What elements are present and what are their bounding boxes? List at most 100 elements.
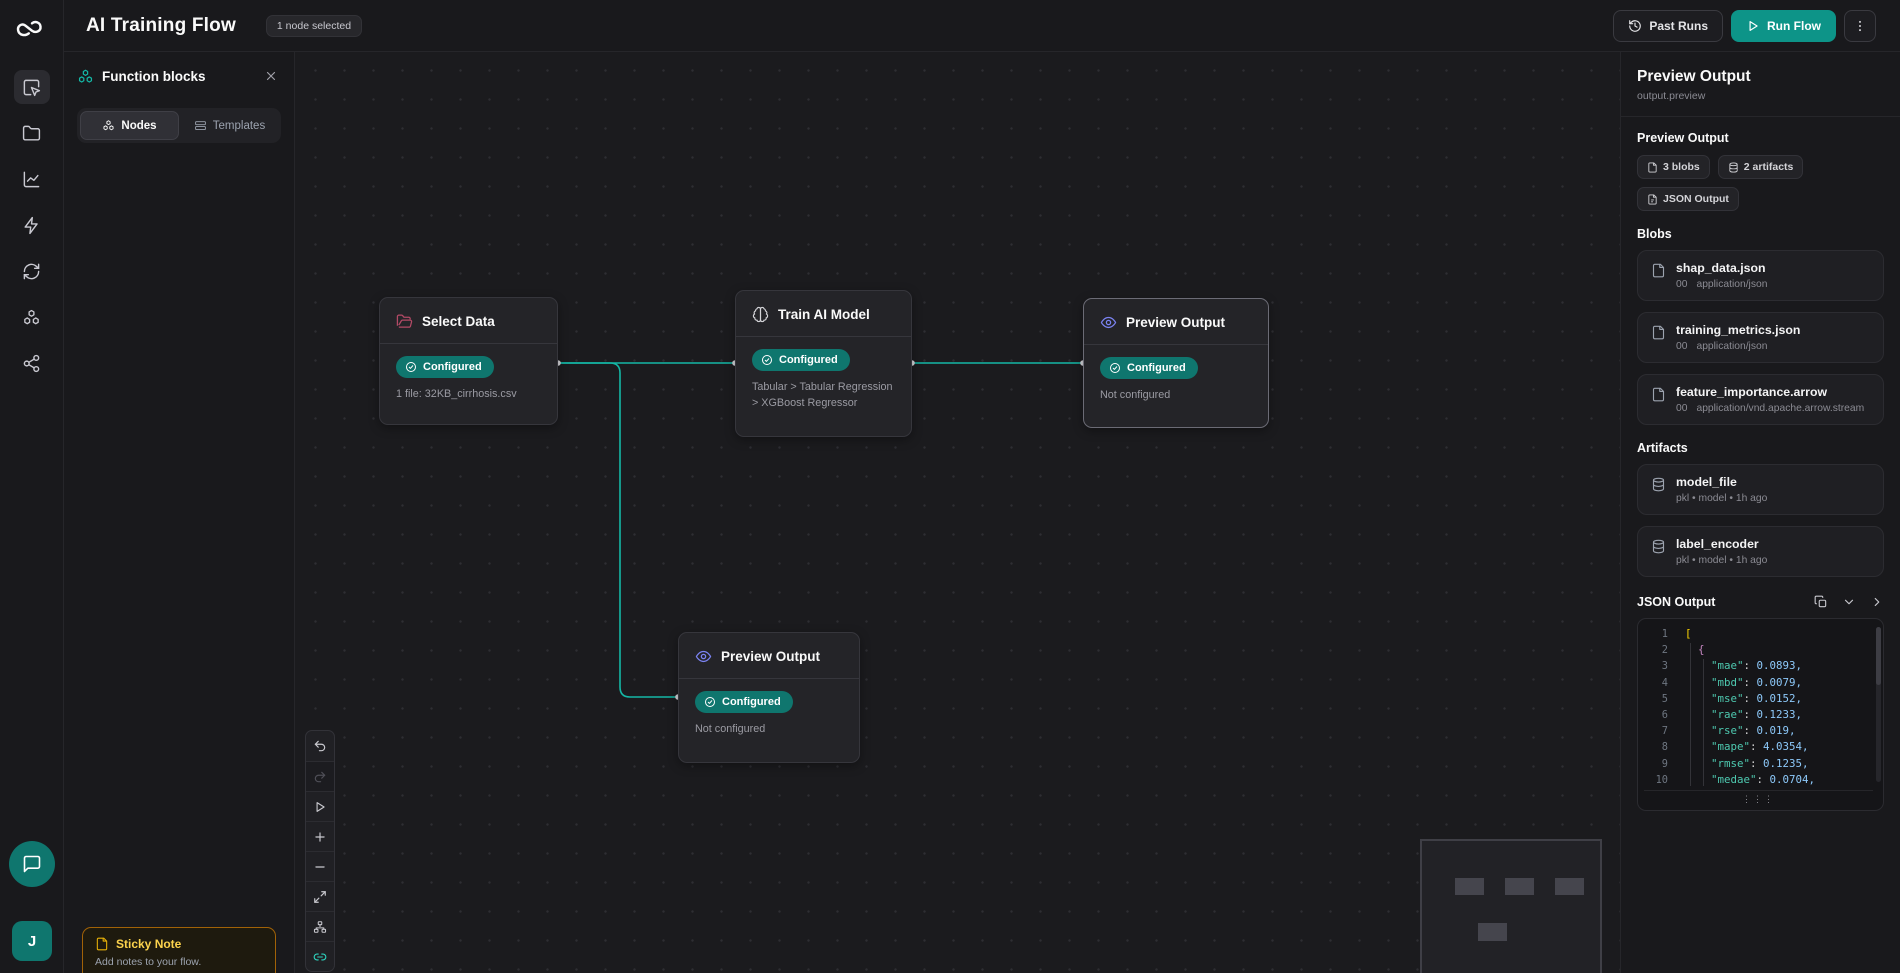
templates-icon — [194, 119, 207, 132]
chat-fab-button[interactable] — [9, 841, 55, 887]
past-runs-label: Past Runs — [1649, 18, 1708, 33]
zap-icon — [22, 216, 41, 235]
file-icon — [1652, 263, 1665, 278]
artifacts-chip-label: 2 artifacts — [1743, 161, 1794, 173]
run-flow-button[interactable]: Run Flow — [1731, 9, 1836, 42]
canvas-controls — [305, 730, 335, 972]
left-rail: J — [0, 0, 64, 973]
maximize-icon — [314, 890, 326, 903]
blobs-chip-label: 3 blobs — [1663, 161, 1700, 173]
auto-layout-button[interactable] — [306, 911, 334, 941]
database-icon — [1652, 477, 1665, 492]
indent-guide — [1690, 643, 1691, 787]
code-scrollbar[interactable] — [1876, 627, 1881, 783]
resize-grip[interactable]: ⋮⋮⋮ — [1644, 790, 1873, 808]
flow-canvas[interactable]: Select Data Configured 1 file: 32KB_cirr… — [295, 52, 1620, 973]
files-button[interactable] — [14, 116, 50, 150]
blob-name: training_metrics.json — [1676, 323, 1801, 337]
tab-nodes-label: Nodes — [121, 119, 157, 132]
past-runs-button[interactable]: Past Runs — [1613, 9, 1723, 42]
node-title: Preview Output — [1126, 315, 1226, 330]
configured-badge: Configured — [695, 691, 793, 713]
configured-badge: Configured — [1100, 357, 1198, 379]
undo-icon — [314, 740, 326, 752]
artifact-card[interactable]: label_encoder pkl • model • 1h ago — [1637, 526, 1884, 577]
blocks-icon — [78, 69, 93, 83]
run-selection-button[interactable] — [306, 791, 334, 821]
flow-title: AI Training Flow — [86, 14, 236, 36]
artifact-meta: pkl • model • 1h ago — [1676, 493, 1768, 504]
node-preview-output-bottom[interactable]: Preview Output Configured Not configured — [678, 632, 860, 763]
output-section-title: Preview Output — [1637, 131, 1729, 145]
function-blocks-panel: Function blocks — [64, 52, 295, 973]
json-code-lines: 1[ 2{ 3"mae": 0.0893, 4"mbd": 0.0079, 5"… — [1655, 627, 1816, 786]
selection-status-badge: 1 node selected — [265, 14, 363, 37]
check-circle-icon — [704, 696, 716, 708]
node-title: Train AI Model — [778, 307, 870, 322]
user-avatar[interactable]: J — [12, 921, 52, 961]
chevron-down-icon[interactable] — [1842, 595, 1856, 609]
sticky-note-item[interactable]: Sticky Note Add notes to your flow. — [82, 927, 276, 973]
redo-button[interactable] — [306, 761, 334, 791]
file-icon — [1652, 387, 1665, 402]
check-circle-icon — [1109, 362, 1121, 374]
close-panel-button[interactable] — [261, 66, 281, 86]
node-select-data[interactable]: Select Data Configured 1 file: 32KB_cirr… — [379, 297, 558, 425]
node-description: Not configured — [695, 723, 766, 735]
zoom-in-button[interactable] — [306, 821, 334, 851]
blobs-chip[interactable]: 3 blobs — [1637, 155, 1710, 179]
app-logo-icon — [15, 10, 49, 44]
redo-icon — [314, 771, 326, 782]
flow-edges — [555, 360, 1086, 700]
database-icon — [1729, 161, 1738, 173]
node-train-ai-model[interactable]: Train AI Model Configured Tabular > Tabu… — [735, 290, 912, 437]
function-blocks-button[interactable] — [14, 300, 50, 334]
panel-tabs: Nodes Templates — [77, 108, 281, 143]
configured-badge: Configured — [396, 356, 494, 378]
minimap-node — [1505, 878, 1534, 895]
share-button[interactable] — [14, 346, 50, 380]
blob-size: 00 — [1676, 341, 1688, 352]
tool-select-button[interactable] — [13, 70, 50, 104]
sync-button[interactable] — [14, 254, 50, 288]
blob-mime: application/json — [1696, 279, 1768, 290]
configured-badge: Configured — [752, 349, 850, 371]
node-title: Select Data — [422, 314, 495, 329]
check-circle-icon — [761, 354, 773, 366]
link-mode-button[interactable] — [306, 941, 334, 971]
runs-button[interactable] — [14, 208, 50, 242]
plus-icon — [315, 831, 325, 842]
note-icon — [96, 937, 108, 951]
metrics-button[interactable] — [14, 162, 50, 196]
folder-icon — [22, 124, 41, 143]
minimap[interactable] — [1420, 839, 1602, 973]
badge-label: Configured — [423, 361, 482, 373]
file-text-icon — [1648, 193, 1657, 205]
blocks-icon — [102, 119, 115, 132]
chevron-right-icon[interactable] — [1870, 595, 1884, 609]
check-circle-icon — [405, 361, 417, 373]
undo-button[interactable] — [306, 731, 334, 761]
blocks-icon — [22, 308, 41, 327]
artifact-card[interactable]: model_file pkl • model • 1h ago — [1637, 464, 1884, 515]
node-description: Tabular > Tabular Regression > XGBoost R… — [752, 381, 893, 409]
blob-card[interactable]: training_metrics.json 00 application/json — [1637, 312, 1884, 363]
zoom-out-button[interactable] — [306, 851, 334, 881]
json-code-block[interactable]: 1[ 2{ 3"mae": 0.0893, 4"mbd": 0.0079, 5"… — [1637, 618, 1884, 812]
minus-icon — [315, 865, 325, 868]
tab-nodes[interactable]: Nodes — [80, 111, 179, 140]
brain-icon — [752, 306, 769, 323]
more-menu-button[interactable] — [1844, 9, 1876, 42]
blob-mime: application/json — [1696, 341, 1768, 352]
tab-templates[interactable]: Templates — [181, 111, 278, 140]
artifacts-chip[interactable]: 2 artifacts — [1717, 155, 1804, 179]
blob-size: 00 — [1676, 403, 1688, 414]
fit-view-button[interactable] — [306, 881, 334, 911]
copy-icon[interactable] — [1814, 595, 1828, 609]
node-preview-output-top[interactable]: Preview Output Configured Not configured — [1083, 298, 1269, 428]
select-tool-icon — [22, 78, 41, 97]
json-output-chip[interactable]: JSON Output — [1637, 187, 1739, 211]
